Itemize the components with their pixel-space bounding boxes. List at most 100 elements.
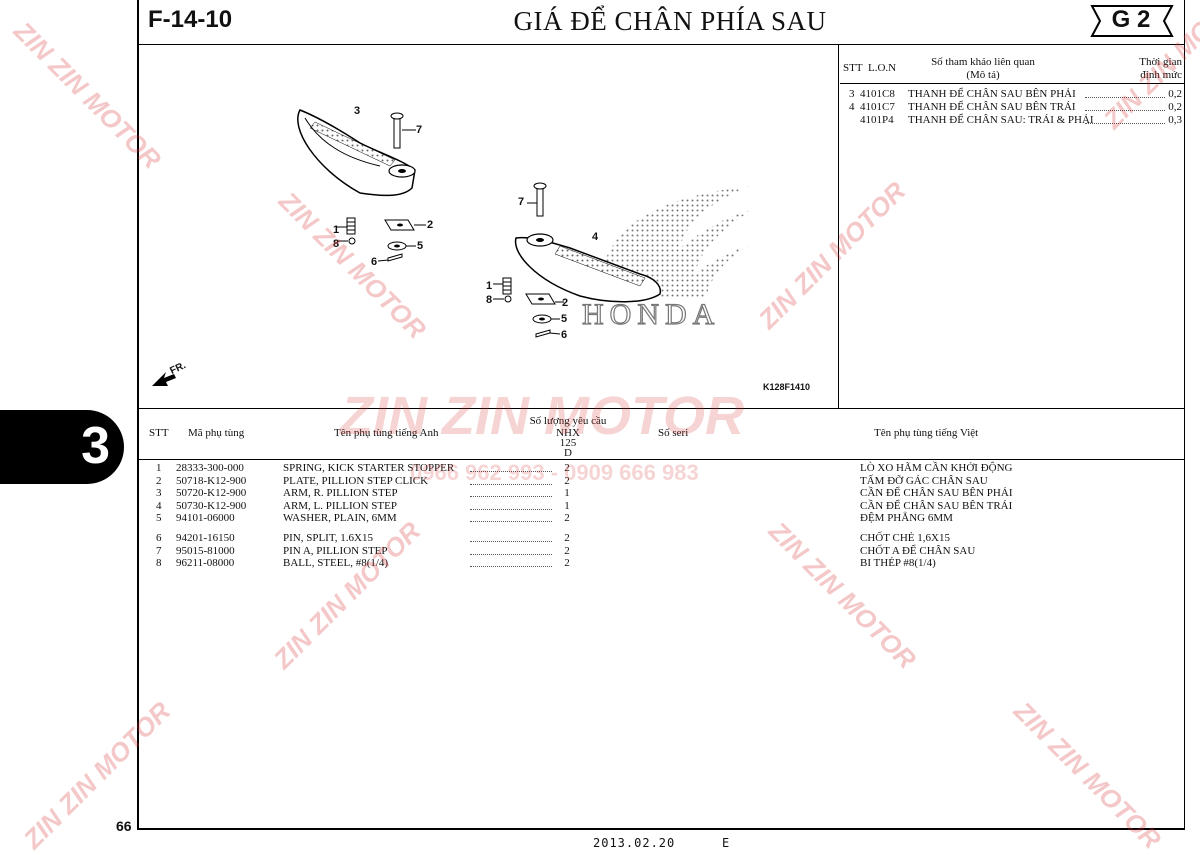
leader-dots <box>1085 110 1165 111</box>
part-row-name-vi: BI THÉP #8(1/4) <box>860 557 936 569</box>
watermark-center: ZIN ZIN MOTOR <box>340 386 744 446</box>
group-badge-frame <box>1090 5 1174 37</box>
parts-name-vi-header: Tên phụ tùng tiếng Việt <box>874 427 979 439</box>
part-row-name-vi: TẤM ĐỠ GÁC CHÂN SAU <box>860 475 988 487</box>
parts-qty-header: Số lượng yêu cầu <box>529 415 607 427</box>
page-number: 66 <box>116 818 132 834</box>
part-row-name-en: WASHER, PLAIN, 6MM <box>283 512 397 524</box>
header-rule <box>137 44 1185 45</box>
front-arrow-icon <box>152 372 176 386</box>
parts-qty-type: D <box>564 447 572 459</box>
assembly-time-header: Thời gian <box>1139 56 1182 68</box>
part-row-name-en: ARM, L. PILLION STEP <box>283 500 397 512</box>
footer-edition: E <box>722 836 730 850</box>
leader-dots <box>1085 123 1165 124</box>
leader-dots <box>1085 97 1165 98</box>
part-row-number: 50730-K12-900 <box>176 500 247 512</box>
callout-number: 7 <box>518 196 525 208</box>
part-row-name-en: SPRING, KICK STARTER STOPPER <box>283 462 455 474</box>
parts-qty-model: NHX <box>556 427 580 439</box>
callout-number: 2 <box>427 219 434 231</box>
part-row-stt: 5 <box>156 512 162 524</box>
part-row-qty: 2 <box>564 532 570 544</box>
leader-dots <box>470 509 552 510</box>
assembly-time-subheader: định mức <box>1140 69 1182 81</box>
part-row-stt: 7 <box>156 545 162 557</box>
assembly-header-rule <box>840 83 1184 84</box>
part-row-stt: 3 <box>156 487 162 499</box>
page-frame <box>137 0 1185 830</box>
part-row-stt: 2 <box>156 475 162 487</box>
assembly-row-stt: 4 <box>849 101 855 113</box>
assembly-row-desc: THANH ĐỂ CHÂN SAU BÊN TRÁI <box>908 101 1076 113</box>
callout-number: 8 <box>333 238 340 250</box>
callout-number: 6 <box>371 256 378 268</box>
assembly-row-lon: 4101P4 <box>860 114 894 126</box>
parts-name-en-header: Tên phụ tùng tiếng Anh <box>334 427 439 439</box>
part-row-name-vi: CẦN ĐỂ CHÂN SAU BÊN PHẢI <box>860 487 1013 499</box>
assembly-row-time: 0,2 <box>1168 101 1182 113</box>
honda-wing-emblem <box>600 186 752 298</box>
exploded-diagram: HONDA <box>152 109 752 386</box>
parts-header-rule <box>137 459 1185 460</box>
part-row-name-en: BALL, STEEL, #8(1/4) <box>283 557 389 569</box>
part-row-qty: 2 <box>564 557 570 569</box>
part-row-qty: 2 <box>564 462 570 474</box>
part-row-number: 94101-06000 <box>176 512 235 524</box>
watermark-phone: 0966 962 993 - 0909 666 983 <box>410 460 699 485</box>
callout-number: 2 <box>562 297 569 309</box>
leader-dots <box>470 471 552 472</box>
parts-stt-header: STT <box>149 427 169 439</box>
callout-number: 5 <box>561 313 568 325</box>
chapter-tab-number: 3 <box>81 417 110 475</box>
callout-number: 1 <box>486 280 493 292</box>
part-row-name-vi: CHỐT CHẺ 1,6X15 <box>860 532 950 544</box>
part-row-number: 50720-K12-900 <box>176 487 247 499</box>
part-row-qty: 1 <box>564 487 570 499</box>
part-row-stt: 4 <box>156 500 162 512</box>
assembly-ref-header: Số tham khảo liên quan <box>931 56 1035 68</box>
footer-date: 2013.02.20 <box>593 836 676 850</box>
part-row-qty: 2 <box>564 545 570 557</box>
parts-number-header: Mã phụ tùng <box>188 427 245 439</box>
callout-number: 1 <box>333 224 340 236</box>
diagram-divider <box>838 44 839 408</box>
assembly-lon-header: L.O.N <box>868 62 897 74</box>
honda-brand-text: HONDA <box>582 298 720 331</box>
arm-left <box>514 236 662 303</box>
part-row-number: 94201-16150 <box>176 532 235 544</box>
diagram-code: K128F1410 <box>763 382 811 392</box>
assembly-row-stt: 3 <box>849 88 855 100</box>
leader-dots <box>470 521 552 522</box>
diagram-bottom-rule <box>137 408 1185 409</box>
part-row-name-vi: CẦN ĐỂ CHÂN SAU BÊN TRÁI <box>860 500 1013 512</box>
assembly-stt-header: STT <box>843 62 863 74</box>
callout-number: 7 <box>416 124 423 136</box>
leader-dots <box>470 541 552 542</box>
leader-dots <box>470 496 552 497</box>
part-row-name-en: PIN, SPLIT, 1.6X15 <box>283 532 373 544</box>
callout-number: 6 <box>561 329 568 341</box>
part-row-number: 28333-300-000 <box>176 462 244 474</box>
part-row-qty: 2 <box>564 512 570 524</box>
callout-number: 8 <box>486 294 493 306</box>
part-row-qty: 2 <box>564 475 570 487</box>
leader-dots <box>470 554 552 555</box>
page-title: GIÁ ĐỂ CHÂN PHÍA SAU <box>513 6 827 36</box>
part-row-number: 96211-08000 <box>176 557 235 569</box>
part-row-stt: 6 <box>156 532 162 544</box>
parts-qty-engine: 125 <box>559 437 577 449</box>
part-row-number: 95015-81000 <box>176 545 235 557</box>
parts-serial-header: Số seri <box>658 427 689 439</box>
assembly-ref-subheader: (Mô tả) <box>966 69 1000 81</box>
leader-dots <box>470 566 552 567</box>
part-row-stt: 1 <box>156 462 162 474</box>
callout-number: 5 <box>417 240 424 252</box>
leader-dots <box>470 484 552 485</box>
section-code: F-14-10 <box>148 6 233 33</box>
callout-number: 4 <box>592 231 599 243</box>
assembly-row-time: 0,2 <box>1168 88 1182 100</box>
part-row-name-en: ARM, R. PILLION STEP <box>283 487 398 499</box>
group-badge: G 2 <box>1111 6 1151 33</box>
part-row-name-vi: CHỐT A ĐỂ CHÂN SAU <box>860 545 976 557</box>
